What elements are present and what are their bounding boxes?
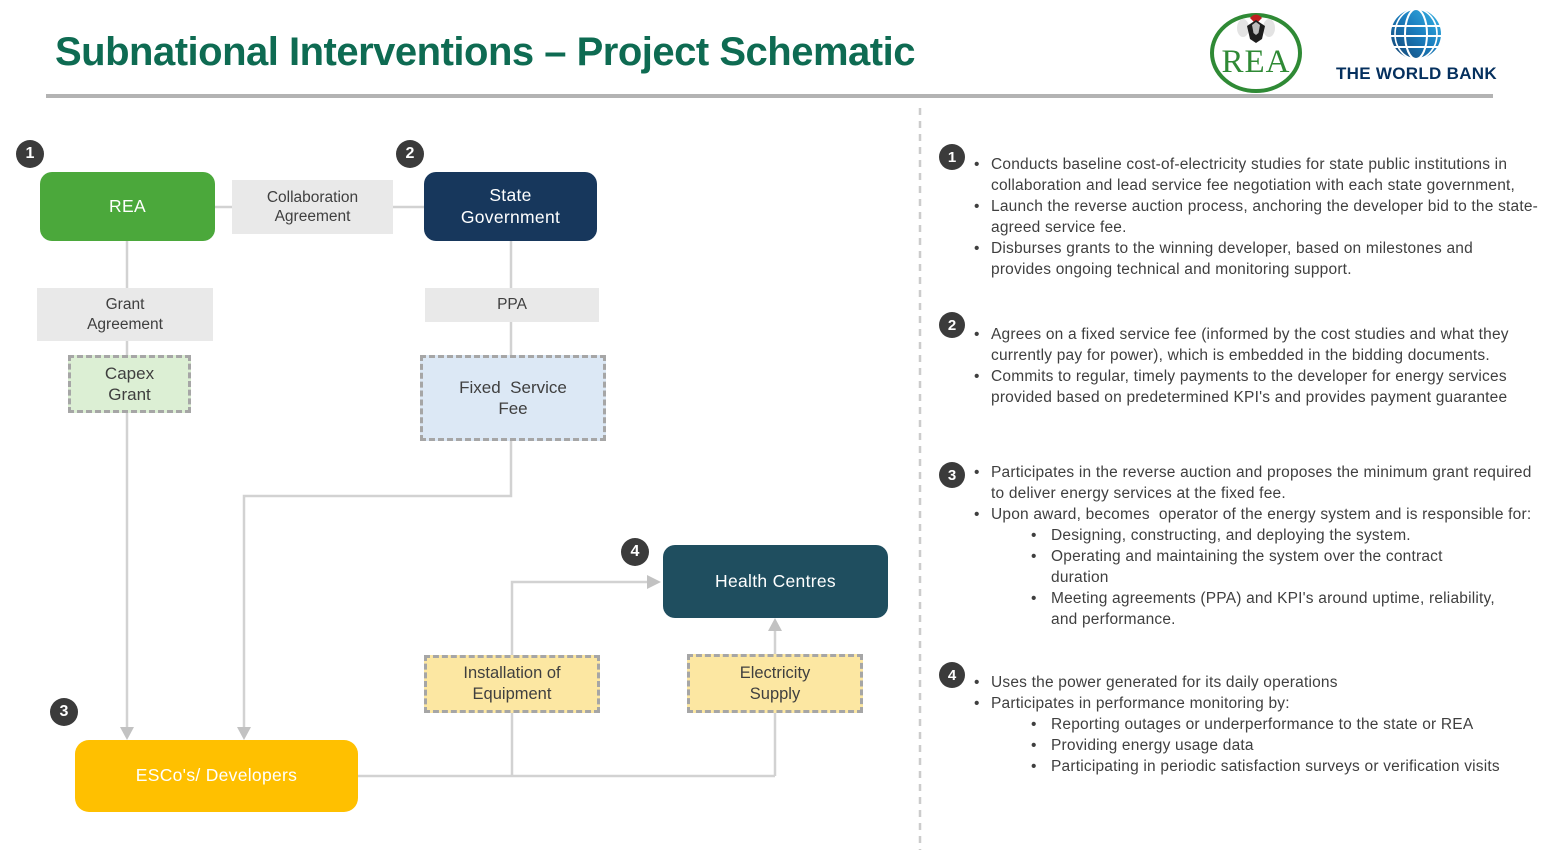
note-section-2: 2Agrees on a fixed service fee (informed… bbox=[935, 312, 1539, 408]
note-bullet: Commits to regular, timely payments to t… bbox=[971, 366, 1539, 408]
world-bank-globe-icon bbox=[1391, 8, 1441, 60]
note-sub-bullet: Operating and maintaining the system ove… bbox=[1027, 546, 1501, 588]
edge-label-grant-agreement: Grant Agreement bbox=[37, 288, 213, 341]
note-bullet: Conducts baseline cost-of-electricity st… bbox=[971, 154, 1539, 196]
note-section-4: 4 Uses the power generated for its daily … bbox=[935, 662, 1539, 777]
note-badge: 1 bbox=[939, 144, 965, 170]
page-title: Subnational Interventions – Project Sche… bbox=[55, 30, 915, 74]
note-bullet: Participates in performance monitoring b… bbox=[971, 693, 1539, 777]
note-sub-bullets: Reporting outages or underperformance to… bbox=[1027, 714, 1539, 777]
note-sub-bullet: Providing energy usage data bbox=[1027, 735, 1501, 756]
step-badge-1: 1 bbox=[16, 140, 44, 168]
note-bullet: Disburses grants to the winning develope… bbox=[971, 238, 1539, 280]
node-fixed-service-fee: Fixed Service Fee bbox=[420, 355, 606, 441]
step-badge-4: 4 bbox=[621, 538, 649, 566]
step-badge-2: 2 bbox=[396, 140, 424, 168]
step-badge-3: 3 bbox=[50, 698, 78, 726]
rea-logo: REA bbox=[1207, 6, 1305, 94]
note-bullet: Launch the reverse auction process, anch… bbox=[971, 196, 1539, 238]
world-bank-logo: THE WORLD BANK bbox=[1336, 6, 1497, 90]
note-sub-bullet: Meeting agreements (PPA) and KPI's aroun… bbox=[1027, 588, 1501, 630]
rea-logo-icon: REA bbox=[1210, 13, 1302, 93]
note-badge: 4 bbox=[939, 662, 965, 688]
note-bullet: Agrees on a fixed service fee (informed … bbox=[971, 324, 1539, 366]
node-state-government: State Government bbox=[424, 172, 597, 241]
note-bullets: Agrees on a fixed service fee (informed … bbox=[971, 324, 1539, 408]
node-escos-developers: ESCo's/ Developers bbox=[75, 740, 358, 812]
note-section-1: 1Conducts baseline cost-of-electricity s… bbox=[935, 144, 1539, 280]
node-health-centres: Health Centres bbox=[663, 545, 888, 618]
note-badge: 2 bbox=[939, 312, 965, 338]
edge-label-ppa: PPA bbox=[425, 288, 599, 322]
note-bullets: Uses the power generated for its daily o… bbox=[971, 672, 1539, 777]
note-bullet: Uses the power generated for its daily o… bbox=[971, 672, 1539, 693]
header-divider bbox=[46, 94, 1493, 98]
edge-label-collaboration-agreement: Collaboration Agreement bbox=[232, 180, 393, 234]
node-capex-grant: Capex Grant bbox=[68, 355, 191, 413]
rea-logo-text: REA bbox=[1222, 44, 1291, 80]
note-sub-bullets: Designing, constructing, and deploying t… bbox=[1027, 525, 1539, 630]
node-electricity-supply: Electricity Supply bbox=[687, 654, 863, 713]
note-bullet: Upon award, becomes operator of the ener… bbox=[971, 504, 1539, 630]
world-bank-text: THE WORLD BANK bbox=[1336, 64, 1497, 83]
note-bullet: Participates in the reverse auction and … bbox=[971, 462, 1539, 504]
note-sub-bullet: Reporting outages or underperformance to… bbox=[1027, 714, 1501, 735]
note-bullets: Participates in the reverse auction and … bbox=[971, 462, 1539, 630]
node-rea: REA bbox=[40, 172, 215, 241]
note-sub-bullet: Participating in periodic satisfaction s… bbox=[1027, 756, 1501, 777]
node-installation-of-equipment: Installation of Equipment bbox=[424, 655, 600, 713]
note-badge: 3 bbox=[939, 462, 965, 488]
note-sub-bullet: Designing, constructing, and deploying t… bbox=[1027, 525, 1501, 546]
note-section-3: 3Participates in the reverse auction and… bbox=[935, 462, 1539, 630]
note-bullets: Conducts baseline cost-of-electricity st… bbox=[971, 154, 1539, 280]
